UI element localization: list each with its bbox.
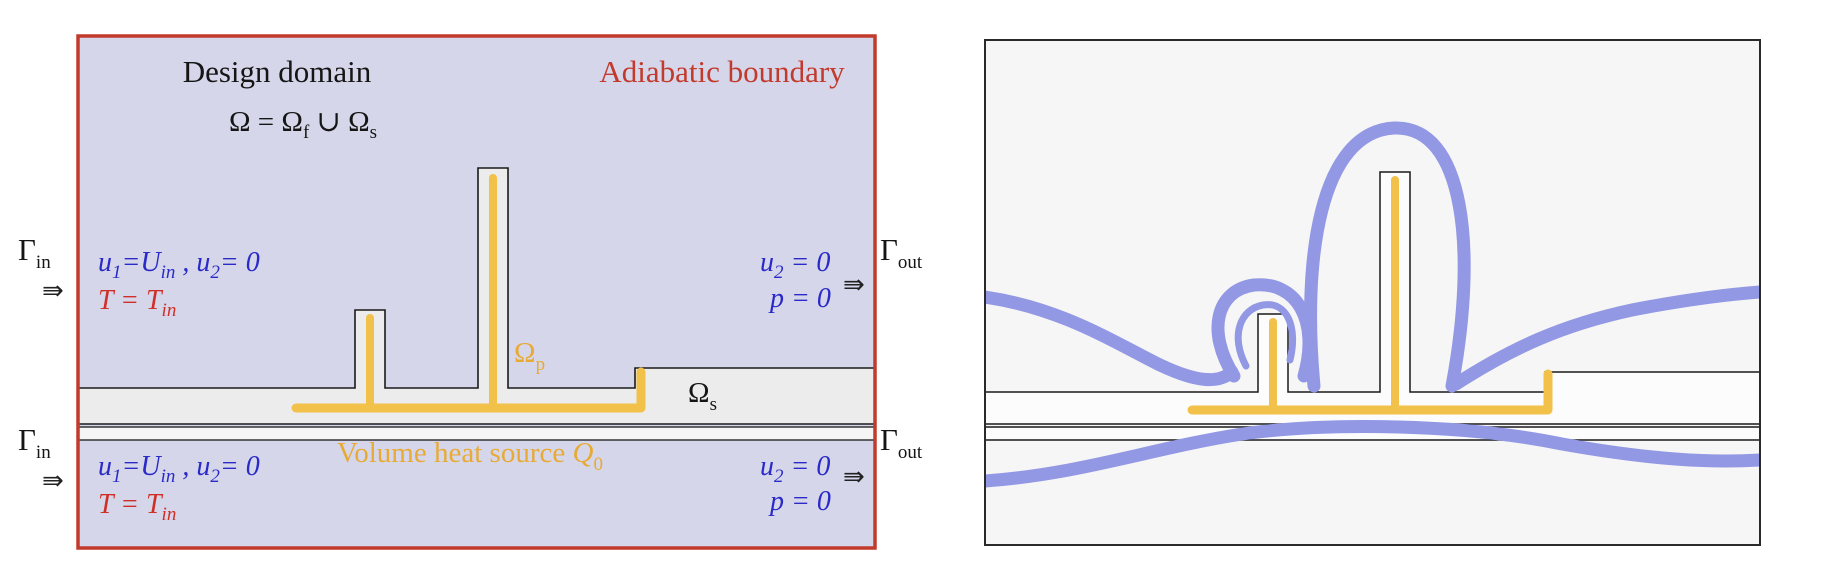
channel-loop-tall-fin bbox=[1304, 121, 1471, 393]
substrate-with-fins bbox=[77, 167, 876, 425]
adiabatic-boundary-border bbox=[76, 34, 877, 550]
inlet-arrow-icon-bottom: ⇛ bbox=[42, 466, 64, 496]
velocity-bc-bottom: u1=Uin , u2= 0 bbox=[98, 451, 260, 487]
outlet-u-bc-bottom: u2 = 0 bbox=[760, 451, 830, 487]
outlet-arrow-icon-top: ⇛ bbox=[843, 270, 865, 300]
outlet-u-bc-top: u2 = 0 bbox=[760, 247, 830, 283]
outlet-p-bc-bottom: p = 0 bbox=[768, 486, 831, 517]
result-border bbox=[984, 39, 1761, 546]
result-content bbox=[985, 121, 1760, 488]
result-substrate-outline bbox=[985, 171, 1760, 425]
adiabatic-boundary-label: Adiabatic boundary bbox=[599, 54, 845, 89]
channel-wall-upper-right bbox=[1449, 285, 1760, 391]
temperature-bc-top: T = Tin bbox=[98, 285, 176, 321]
inlet-arrow-icon-top: ⇛ bbox=[42, 276, 64, 306]
design-domain-title: Design domain bbox=[183, 54, 372, 89]
gamma-out-label-bottom: Γout bbox=[880, 422, 923, 463]
result-heat-source-path bbox=[1187, 369, 1553, 415]
channel-wall-lower bbox=[985, 420, 1760, 488]
omega-p-label: Ωp bbox=[514, 337, 545, 375]
design-domain-panel: Design domain Adiabatic boundary Ω = Ωf … bbox=[18, 34, 923, 550]
velocity-bc-top: u1=Uin , u2= 0 bbox=[98, 247, 260, 283]
channel-loop-small-fin-inner bbox=[1234, 301, 1297, 370]
outlet-arrow-icon-bottom: ⇛ bbox=[843, 462, 865, 492]
gamma-in-label-top: Γin bbox=[18, 232, 51, 273]
heat-source-path bbox=[291, 367, 646, 413]
omega-s-label: Ωs bbox=[688, 377, 717, 415]
channel-wall-upper-left bbox=[985, 290, 1239, 387]
optimized-design-panel bbox=[984, 39, 1761, 546]
temperature-bc-bottom: T = Tin bbox=[98, 489, 176, 525]
design-domain-background bbox=[78, 36, 875, 548]
heat-source-label: Volume heat source Q0 bbox=[337, 437, 603, 475]
gamma-out-label-top: Γout bbox=[880, 232, 923, 273]
domain-equation: Ω = Ωf ∪ Ωs bbox=[229, 106, 377, 143]
outlet-p-bc-top: p = 0 bbox=[768, 283, 831, 314]
gamma-in-label-bottom: Γin bbox=[18, 422, 51, 463]
